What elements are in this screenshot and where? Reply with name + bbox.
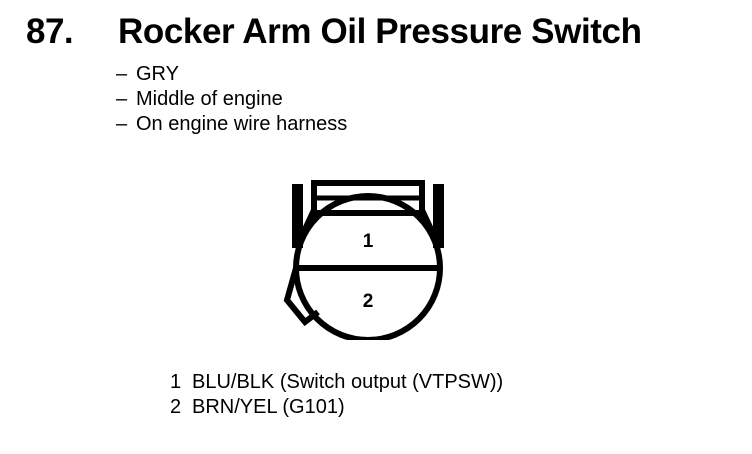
right-retention-tab-icon [433, 184, 444, 248]
list-item: 2 BRN/YEL (G101) [170, 395, 690, 420]
attribute-list: –GRY –Middle of engine –On engine wire h… [116, 62, 676, 137]
page-title: Rocker Arm Oil Pressure Switch [118, 12, 642, 51]
dash-bullet-icon: – [116, 88, 128, 110]
legend-pin-number: 1 [170, 371, 182, 393]
list-item: –GRY [116, 62, 676, 87]
list-item: –On engine wire harness [116, 112, 676, 137]
pin-legend: 1 BLU/BLK (Switch output (VTPSW)) 2 BRN/YE… [170, 370, 690, 420]
left-retention-tab-icon [292, 184, 303, 248]
legend-pin-description: BRN/YEL (G101) [192, 396, 345, 418]
item-number: 87. [26, 12, 74, 51]
dash-bullet-icon: – [116, 63, 128, 85]
legend-pin-description: BLU/BLK (Switch output (VTPSW)) [192, 371, 504, 393]
connector-diagram: 1 2 [270, 170, 470, 340]
attribute-text: On engine wire harness [136, 113, 348, 135]
attribute-text: Middle of engine [136, 88, 283, 110]
list-item: –Middle of engine [116, 87, 676, 112]
pin-label-1: 1 [363, 231, 374, 252]
locking-slot-bar-icon [311, 180, 425, 216]
page-header: 87. Rocker Arm Oil Pressure Switch [0, 10, 752, 56]
list-item: 1 BLU/BLK (Switch output (VTPSW)) [170, 370, 690, 395]
pin-label-2: 2 [363, 291, 374, 312]
attribute-text: GRY [136, 63, 179, 85]
legend-pin-number: 2 [170, 396, 182, 418]
connector-face-svg: 1 2 [283, 180, 444, 340]
dash-bullet-icon: – [116, 113, 128, 135]
